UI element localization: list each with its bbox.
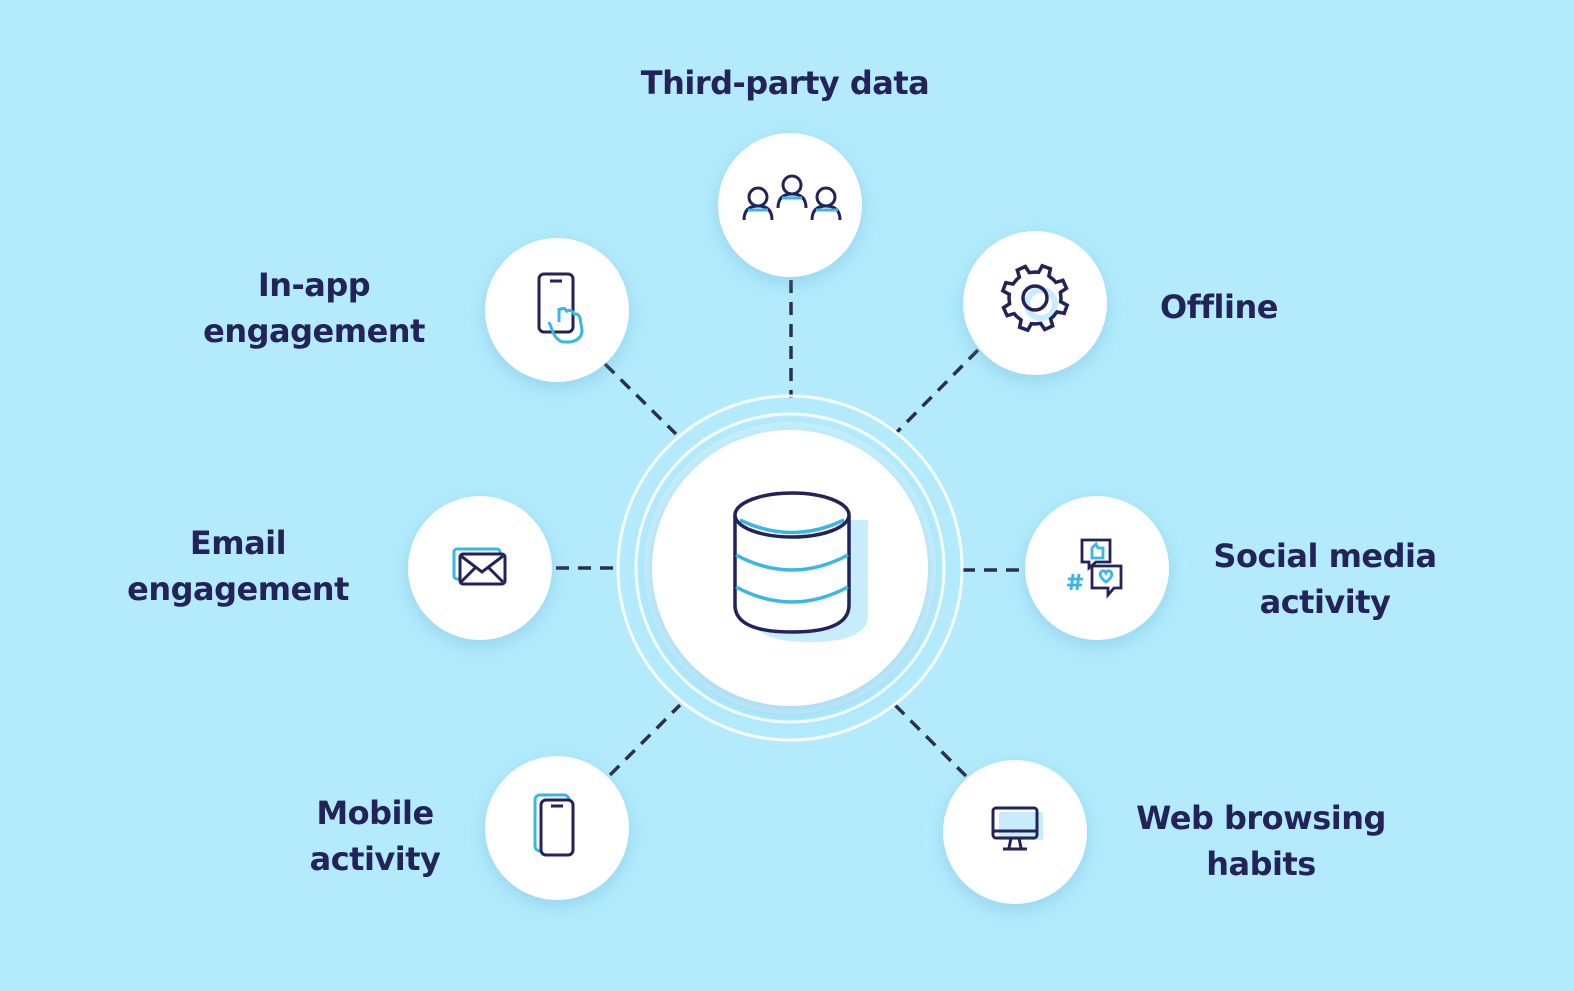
label-line: Social media [1213, 537, 1437, 575]
node-in-app-engagement [485, 238, 629, 382]
node-circle [963, 231, 1107, 375]
label-mobile-activity: Mobile activity [300, 790, 450, 882]
node-third-party-data [718, 133, 862, 277]
label-web-browsing-habits: Web browsing habits [1130, 795, 1392, 887]
label-third-party-data: Third-party data [640, 60, 930, 106]
monitor-icon [991, 806, 1043, 851]
hub-outer-ring [616, 394, 964, 742]
node-offline [963, 231, 1107, 375]
connector-offline [895, 348, 980, 434]
node-social-media-activity [1025, 496, 1169, 640]
label-in-app-engagement: In-app engagement [196, 262, 432, 354]
label-line: activity [309, 840, 441, 878]
connector-in-app [603, 362, 678, 436]
node-circle [485, 238, 629, 382]
hub-inner-ring [634, 412, 946, 724]
label-line: engagement [203, 312, 425, 350]
gear-icon [1000, 263, 1070, 333]
label-line: activity [1259, 583, 1391, 621]
node-web-browsing-habits [943, 760, 1087, 904]
database-icon [733, 491, 868, 642]
label-email-engagement: Email engagement [118, 520, 358, 612]
node-mobile-activity [485, 756, 629, 900]
central-hub [616, 394, 964, 742]
label-line: Mobile [316, 794, 434, 832]
label-line: In-app [257, 266, 371, 304]
connector-mobile [608, 703, 682, 777]
label-line: Third-party data [640, 64, 930, 102]
label-line: engagement [127, 570, 349, 608]
connector-lines [556, 280, 1026, 778]
phone-tap-icon [537, 272, 584, 344]
label-line: Email [189, 524, 287, 562]
label-line: Offline [1160, 288, 1278, 326]
chat-bubbles-icon [1067, 538, 1123, 599]
label-offline: Offline [1160, 284, 1290, 330]
label-line: Web browsing [1136, 799, 1386, 837]
envelope-icon [452, 547, 507, 586]
smartphone-icon [533, 793, 575, 857]
label-social-media-activity: Social media activity [1205, 533, 1445, 625]
connector-web [893, 703, 968, 778]
people-group-icon [742, 174, 842, 221]
node-circle [718, 133, 862, 277]
node-email-engagement [408, 496, 552, 640]
label-line: habits [1206, 845, 1316, 883]
